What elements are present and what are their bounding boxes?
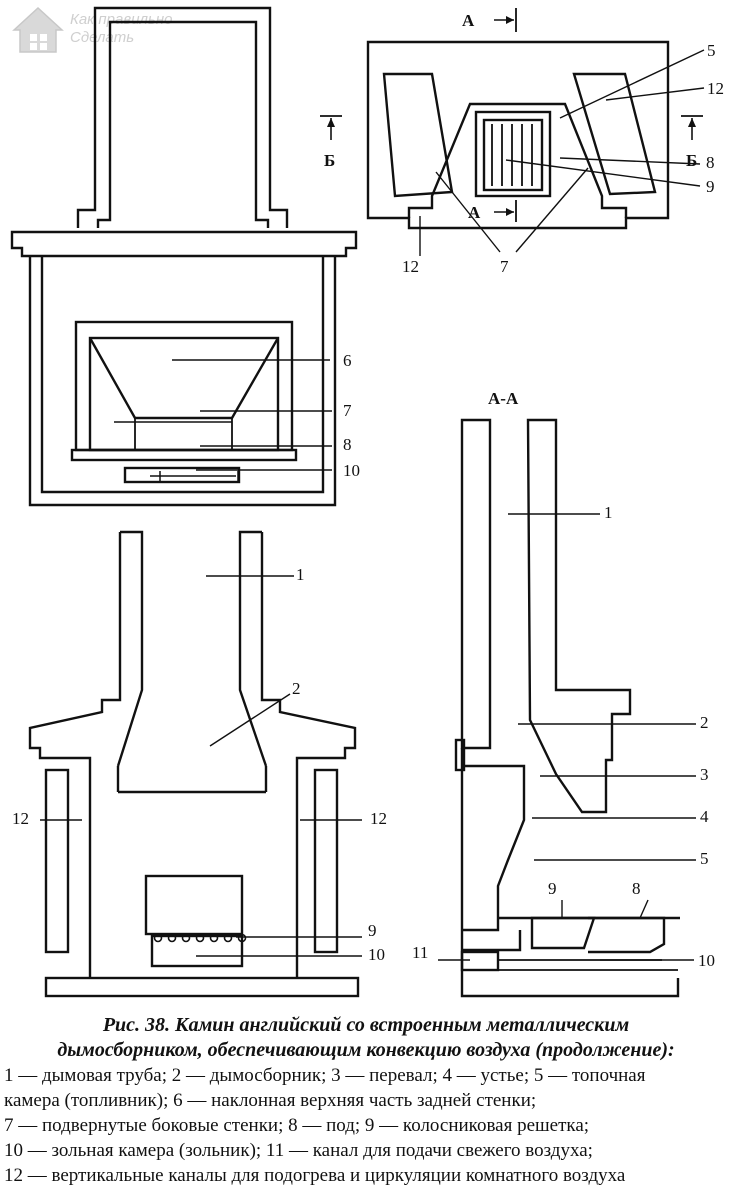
side-ashpit-wall <box>462 930 522 952</box>
section-right-flue <box>238 530 268 767</box>
plan-outline <box>366 40 670 230</box>
front-label-7: 7 <box>343 401 352 420</box>
legend-line: 7 — подвернутые боковые стенки; 8 — под;… <box>4 1115 590 1136</box>
plan-label-7: 7 <box>500 257 509 276</box>
side-label-4: 4 <box>700 807 709 826</box>
front-firebox <box>74 320 294 452</box>
section-base <box>44 976 360 998</box>
side-label-2: 2 <box>700 713 709 732</box>
front-label-10: 10 <box>343 461 360 480</box>
legend-line: 12 — вертикальные каналы для подогрева и… <box>4 1165 626 1186</box>
side-label-9: 9 <box>548 879 557 898</box>
front-hearth-back <box>88 337 280 420</box>
section-firebox <box>144 874 244 936</box>
plan-section-a-bottom: А <box>468 203 481 222</box>
plan-grate-frame <box>474 110 552 198</box>
caption-title-line-2: дымосборником, обеспечивающим конвекцию … <box>57 1039 675 1061</box>
figure-caption: Рис. 38. Камин английский со встроенным … <box>0 1013 732 1188</box>
side-air-channel <box>460 950 500 972</box>
section-label-10: 10 <box>368 945 385 964</box>
side-front-wall <box>460 748 680 998</box>
legend-line: 10 — зольная камера (зольник); 11 — кана… <box>4 1140 593 1161</box>
section-right-channel <box>313 768 339 954</box>
plan-label-9: 9 <box>706 177 715 196</box>
plan-view: А А Б Б 5 12 8 9 12 7 <box>320 8 724 276</box>
front-body-outer <box>28 256 337 507</box>
side-lintel <box>462 764 526 932</box>
plan-left-channel <box>382 72 454 198</box>
section-label-1: 1 <box>296 565 305 584</box>
front-firebox-inner <box>88 336 280 452</box>
side-label-8: 8 <box>632 879 641 898</box>
side-back-flue-wall <box>526 418 632 814</box>
section-left-wall <box>28 532 122 978</box>
section-left-flue <box>116 530 144 767</box>
side-front-flue-wall <box>460 418 492 750</box>
plan-left-wall <box>407 102 628 218</box>
side-hearth <box>588 916 666 954</box>
plan-section-b-right: Б <box>686 151 697 170</box>
front-mantel <box>10 230 358 258</box>
front-label-6: 6 <box>343 351 352 370</box>
plan-section-a-top: А <box>462 11 475 30</box>
front-chimney-outer <box>76 6 289 228</box>
plan-label-12-right: 12 <box>707 79 724 98</box>
front-hearth <box>70 448 298 462</box>
front-body-inner <box>40 256 325 494</box>
caption-title-line-1: Рис. 38. Камин английский со встроенным … <box>102 1014 630 1036</box>
fireplace-drawing: Как правильно Сделать 6 7 8 10 <box>10 6 724 998</box>
watermark-logo: Как правильно Сделать <box>12 6 173 53</box>
plan-grate-bars <box>491 124 533 186</box>
section-right-wall <box>260 532 357 978</box>
side-label-1: 1 <box>604 503 613 522</box>
side-label-5: 5 <box>700 849 709 868</box>
front-ash-door <box>123 466 241 484</box>
front-view: 6 7 8 10 <box>10 6 360 507</box>
plan-label-12-left: 12 <box>402 257 419 276</box>
section-label-12-left: 12 <box>12 809 29 828</box>
side-label-10: 10 <box>698 951 715 970</box>
plan-section-b-left: Б <box>324 151 335 170</box>
plan-grate <box>482 118 544 192</box>
front-section-view: 1 2 12 12 9 10 <box>12 530 387 998</box>
front-chimney-inner <box>96 20 270 228</box>
section-left-channel <box>44 768 70 954</box>
legend-line: 1 — дымовая труба; 2 — дымосборник; 3 — … <box>4 1065 646 1086</box>
plan-label-5: 5 <box>707 41 716 60</box>
side-label-11: 11 <box>412 943 428 962</box>
section-grate-holes <box>153 933 247 943</box>
side-grate <box>530 916 596 950</box>
legend-line: камера (топливник); 6 — наклонная верхня… <box>4 1090 537 1111</box>
plan-right-channel <box>572 72 657 196</box>
plan-label-8: 8 <box>706 153 715 172</box>
side-section-title: А-А <box>488 389 519 408</box>
section-label-2: 2 <box>292 679 301 698</box>
watermark-line1: Как правильно <box>70 11 173 28</box>
watermark-line2: Сделать <box>70 29 134 46</box>
side-section-view: А-А 1 2 3 4 5 9 8 11 10 <box>412 389 715 998</box>
front-label-8: 8 <box>343 435 352 454</box>
side-damper <box>454 738 466 772</box>
caption-legend: 1 — дымовая труба; 2 — дымосборник; 3 — … <box>0 1063 732 1188</box>
side-label-3: 3 <box>700 765 709 784</box>
section-label-12-right: 12 <box>370 809 387 828</box>
section-label-9: 9 <box>368 921 377 940</box>
